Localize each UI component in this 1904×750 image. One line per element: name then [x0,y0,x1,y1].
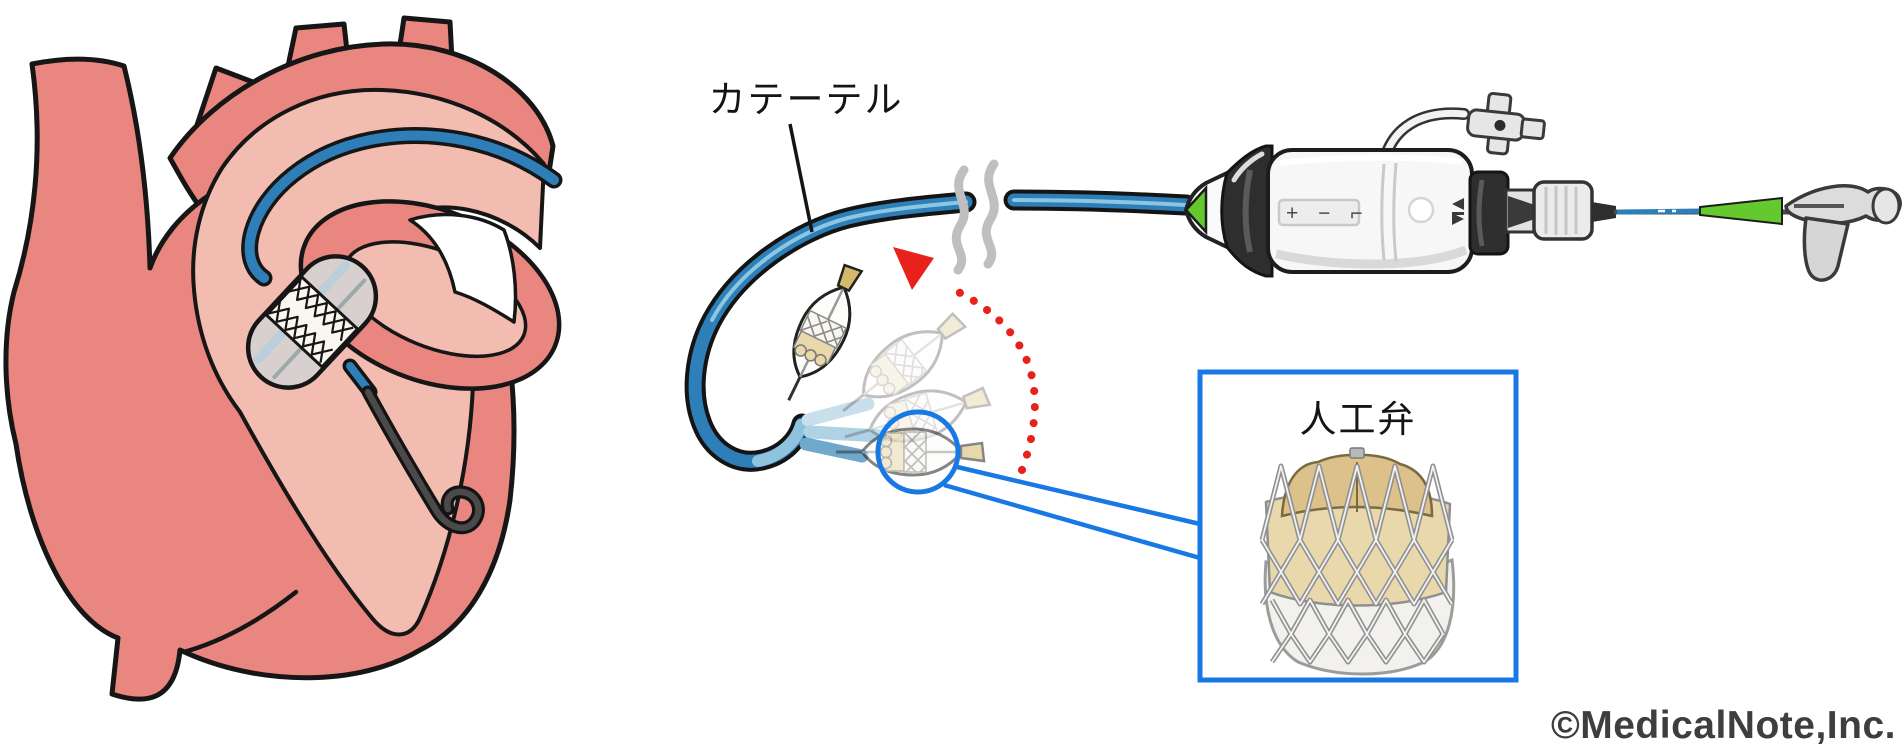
inner-cone [1508,196,1544,228]
copyright-text: ©MedicalNote,Inc. [1551,704,1896,747]
y-connector-grip [1802,216,1850,282]
handle-label-recess [1277,198,1361,227]
delivery-device: + − ⌐ [1184,92,1902,282]
delivery-catheter-curve [684,189,1197,472]
rotation-arrow [893,247,1039,474]
handle-arrow-marks [1452,198,1464,225]
heart-figure [3,15,563,702]
green-marker [1184,184,1208,236]
catheter-label: カテーテル [709,79,904,120]
luer-hub [1532,180,1594,241]
y-connector [1784,184,1902,282]
prosthetic-valve-label: 人工弁 [1300,399,1417,440]
catheter-leader-line [788,123,814,233]
vessel-separation-line [181,589,299,655]
handle-wheel [1407,196,1435,224]
magnifier-circle [875,409,961,495]
stopcock-dot [1494,119,1506,131]
heart-catheter [241,127,563,287]
valve-capsule-solid [766,255,876,412]
catheter-tip-ghosts [799,397,887,463]
stopcock [1466,92,1546,156]
inset-box: 人工弁 [1197,369,1519,683]
green-shaft-segment [1699,196,1783,226]
handle-markings: + − ⌐ [1286,202,1369,225]
callout-lines [943,463,1201,561]
balloon-mesh-band [264,274,360,370]
y-connector-knob [1871,187,1901,225]
balloon-capsule [245,254,379,390]
guidewire [342,358,485,535]
catheter-callout: カテーテル [709,79,904,233]
handle-ring-rear [1468,170,1510,256]
valve-illustration [1259,447,1456,676]
stent-tab [1349,447,1365,459]
shaft-taper [1592,202,1616,222]
magnifier [875,409,1201,561]
arrowhead [893,247,934,290]
break-mark [951,159,999,275]
background-gap [408,212,518,324]
